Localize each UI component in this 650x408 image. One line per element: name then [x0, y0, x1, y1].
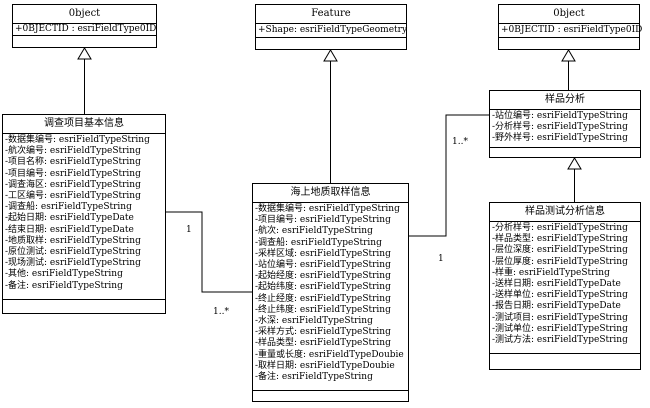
attribute-compartment: -数据集编号: esriFieldTypeString -项目编号: esriF… — [253, 203, 408, 391]
attribute-compartment: +0BJECTID : esriFieldType0ID — [499, 24, 643, 38]
attribute: -起始经度: esriFieldTypeString — [255, 271, 391, 282]
object-class-left: 0bject +0BJECTID : esriFieldType0ID — [12, 4, 157, 48]
attribute: +Shape: esriFieldTypeGeometry — [258, 25, 408, 35]
attribute: -调查海区: esriFieldTypeString — [5, 179, 141, 190]
attribute: -样品类型: esriFieldTypeString — [492, 234, 628, 245]
attribute-compartment: -站位编号: esriFieldTypeString -分析样号: esriFi… — [490, 110, 640, 148]
association-survey-sampling — [166, 211, 252, 293]
multiplicity-sampling-one: 1 — [438, 254, 444, 264]
attribute: -测试方法: esriFieldTypeString — [492, 335, 628, 346]
attribute: -起始日期: esriFieldTypeDate — [5, 213, 134, 224]
object-class-right: 0bject +0BJECTID : esriFieldType0ID — [498, 4, 643, 50]
attribute: -地质取样: esriFieldTypeString — [5, 235, 141, 246]
feature-class: Feature +Shape: esriFieldTypeGeometry — [255, 4, 407, 50]
attribute-compartment: +Shape: esriFieldTypeGeometry — [256, 24, 408, 38]
sampling-info-class: 海上地质取样信息 -数据集编号: esriFieldTypeString -项目… — [252, 183, 409, 402]
attribute: +0BJECTID : esriFieldType0ID — [501, 25, 643, 35]
attribute: -终止经度: esriFieldTypeString — [255, 293, 391, 304]
attribute-compartment: +0BJECTID : esriFieldType0ID — [13, 24, 156, 36]
generalization-arrowhead-test — [567, 157, 582, 170]
attribute: -分析样号: esriFieldTypeString — [492, 122, 628, 133]
attribute: -送样日期: esriFieldTypeDate — [492, 279, 621, 290]
attribute: -层位深度: esriFieldTypeString — [492, 245, 628, 256]
attribute: -项目名称: esriFieldTypeString — [5, 157, 141, 168]
attribute: -重量或长度: esriFieldTypeDoubie — [255, 349, 404, 360]
class-name: 海上地质取样信息 — [253, 184, 408, 203]
attribute: -取样日期: esriFieldTypeDoubie — [255, 360, 395, 371]
attribute: -现场测试: esriFieldTypeString — [5, 258, 141, 269]
attribute: -调查船: esriFieldTypeString — [255, 237, 382, 248]
attribute: -层位厚度: esriFieldTypeString — [492, 256, 628, 267]
attribute: -起始纬度: esriFieldTypeString — [255, 282, 391, 293]
attribute: -数据集编号: esriFieldTypeString — [255, 204, 400, 214]
attribute: -站位编号: esriFieldTypeString — [492, 111, 628, 121]
attribute: -备注: esriFieldTypeString — [5, 280, 123, 291]
class-name: 样品分析 — [490, 91, 640, 110]
attribute: -采样区域: esriFieldTypeString — [255, 248, 391, 259]
attribute: -其他: esriFieldTypeString — [5, 269, 123, 280]
sample-analysis-class: 样品分析 -站位编号: esriFieldTypeString -分析样号: e… — [489, 90, 641, 158]
attribute: -样重: esriFieldTypeString — [492, 267, 610, 278]
attribute: -项目编号: esriFieldTypeString — [5, 168, 141, 179]
class-name: Feature — [256, 5, 406, 24]
generalization-arrowhead-survey — [77, 47, 92, 60]
class-name: 0bject — [13, 5, 156, 24]
attribute: -站位编号: esriFieldTypeString — [255, 260, 391, 271]
attribute: -样品类型: esriFieldTypeString — [255, 338, 391, 349]
attribute: -航次编号: esriFieldTypeString — [5, 146, 141, 157]
attribute: +0BJECTID : esriFieldType0ID — [15, 24, 157, 34]
generalization-arrowhead-sampling — [323, 49, 338, 62]
multiplicity-analysis-many: 1..* — [452, 137, 468, 147]
attribute: -报告日期: esriFieldTypeDate — [492, 301, 621, 312]
class-name: 样品测试分析信息 — [490, 203, 640, 222]
attribute: -航次: esriFieldTypeString — [255, 226, 373, 237]
attribute: -终止纬度: esriFieldTypeString — [255, 304, 391, 315]
multiplicity-survey-one: 1 — [186, 225, 192, 235]
attribute: -数据集编号: esriFieldTypeString — [5, 135, 150, 145]
class-name: 调查项目基本信息 — [3, 115, 165, 134]
attribute: -工区编号: esriFieldTypeString — [5, 191, 141, 202]
attribute: -测试项目: esriFieldTypeString — [492, 312, 628, 323]
attribute: -结束日期: esriFieldTypeDate — [5, 224, 134, 235]
attribute: -原位测试: esriFieldTypeString — [5, 247, 141, 258]
survey-info-class: 调查项目基本信息 -数据集编号: esriFieldTypeString -航次… — [2, 114, 166, 314]
attribute: -分析样号: esriFieldTypeString — [492, 223, 628, 233]
association-sampling-analysis — [409, 114, 489, 237]
attribute: -调查船: esriFieldTypeString — [5, 202, 132, 213]
attribute: -送样单位: esriFieldTypeString — [492, 290, 628, 301]
attribute: -测试单位: esriFieldTypeString — [492, 323, 628, 334]
sample-test-analysis-class: 样品测试分析信息 -分析样号: esriFieldTypeString -样品类… — [489, 202, 641, 370]
attribute: -项目编号: esriFieldTypeString — [255, 215, 391, 226]
generalization-arrowhead-analysis — [561, 49, 576, 62]
attribute: -水深: esriFieldTypeString — [255, 316, 373, 327]
attribute: -备注: esriFieldTypeString — [255, 372, 373, 383]
attribute: -采样方式: esriFieldTypeString — [255, 327, 391, 338]
attribute: -野外样号: esriFieldTypeString — [492, 133, 628, 144]
attribute-compartment: -数据集编号: esriFieldTypeString -航次编号: esriF… — [3, 134, 165, 300]
multiplicity-sampling-many: 1..* — [213, 307, 229, 317]
attribute-compartment: -分析样号: esriFieldTypeString -样品类型: esriFi… — [490, 222, 640, 354]
class-name: 0bject — [499, 5, 639, 24]
